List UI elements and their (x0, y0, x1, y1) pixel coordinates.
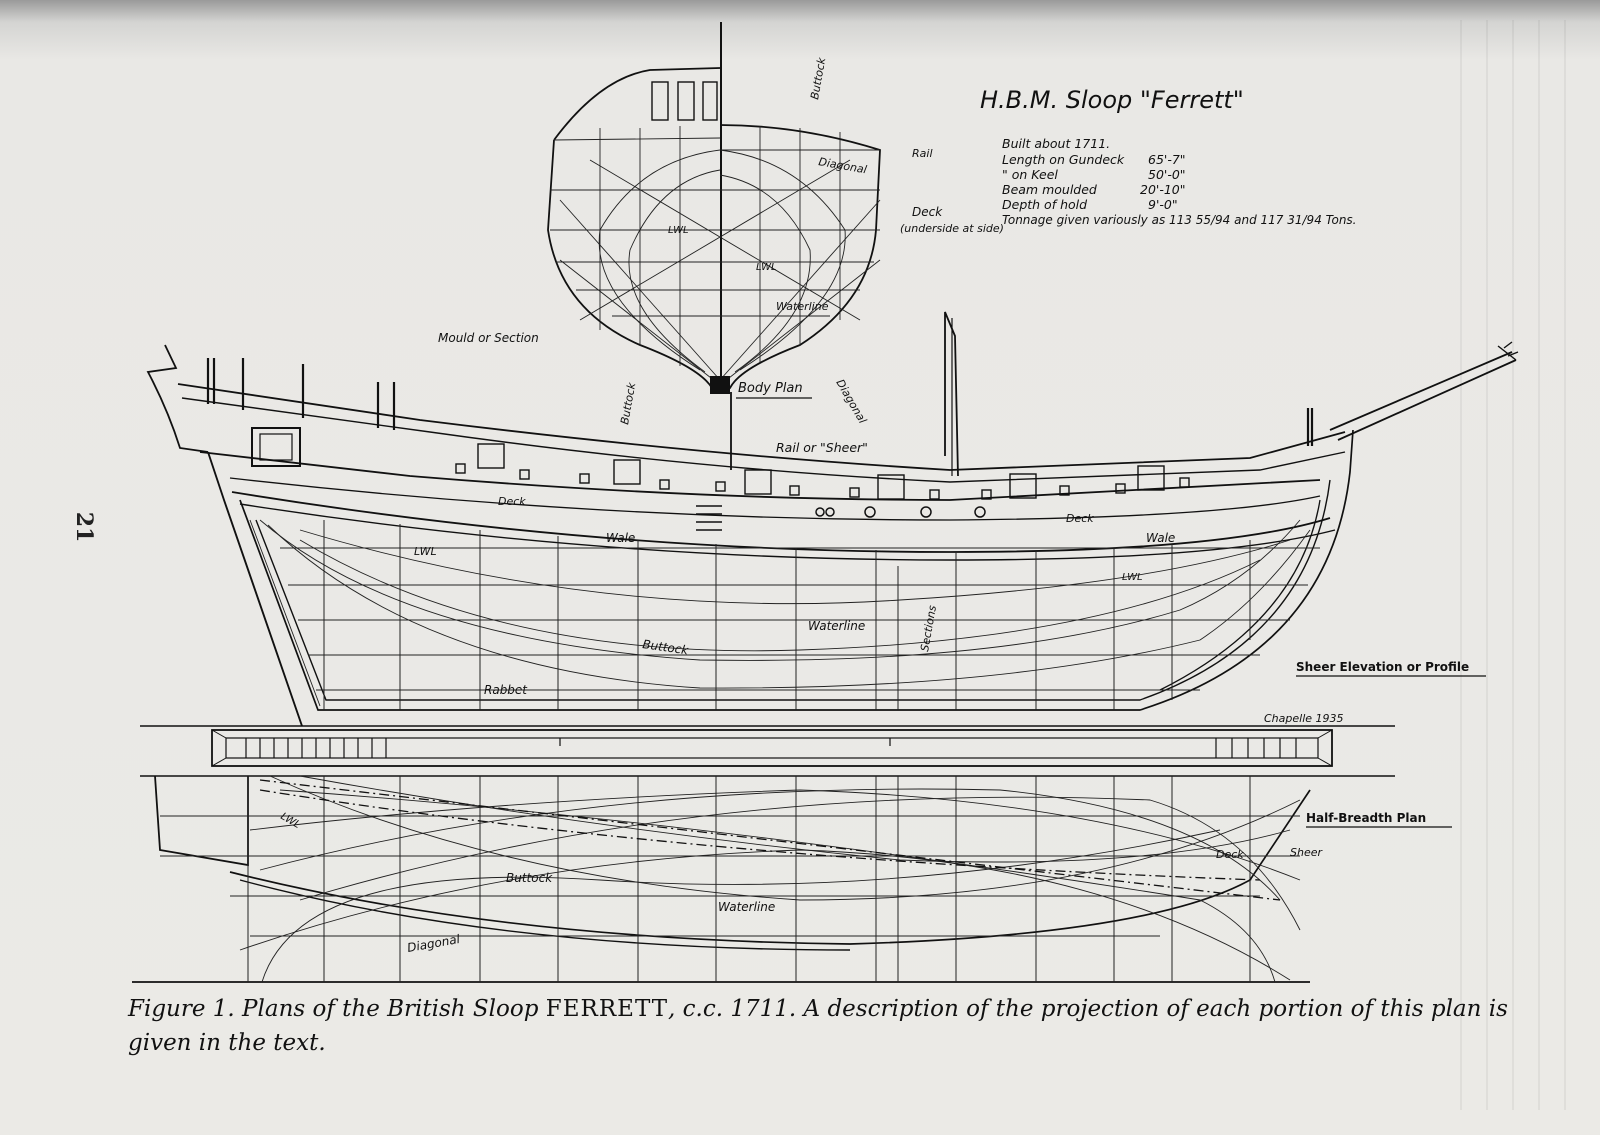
spec-value-gundeck: 65'-7" (1148, 152, 1186, 167)
rail-line (553, 137, 721, 141)
figure-caption: Figure 1. Plans of the British Sloop FER… (128, 992, 1508, 1060)
label-buttock-sheer: Buttock (642, 637, 691, 657)
draftsman-signature: Chapelle 1935 (1264, 712, 1344, 725)
label-wale-1: Wale (606, 531, 635, 545)
waterlines (280, 547, 1320, 691)
label-diagonal-top: Diagonal (817, 155, 867, 176)
gunports (455, 443, 1190, 500)
half-breadth-buttock-lines (160, 815, 1300, 937)
hull-section-outer (547, 124, 881, 389)
label-lwl-sheer-2: LWL (1122, 572, 1143, 583)
stern-carving (251, 427, 301, 467)
mainmast-stump (944, 311, 959, 477)
label-diagonal-body: Diagonal (833, 377, 869, 426)
spec-label-keel: " on Keel (1002, 167, 1058, 182)
stern-window (651, 81, 669, 121)
station-lines (323, 520, 1251, 710)
body-plan-title: Body Plan (738, 381, 803, 396)
spec-value-beam: 20'-10" (1140, 182, 1186, 197)
label-deck-body: Deck (912, 205, 943, 219)
caption-suffix: , c.c. 1711. A description of the projec… (128, 996, 1508, 1056)
label-rail: Rail (912, 147, 933, 160)
half-breadth-plan: LWL Half-Breadth Plan Deck Sheer Buttock… (132, 775, 1452, 983)
vessel-title: H.B.M. Sloop "Ferrett" (980, 86, 1244, 114)
label-waterline-body: Waterline (776, 300, 829, 313)
spec-label-depth: Depth of hold (1002, 197, 1087, 212)
label-wale-2: Wale (1146, 531, 1175, 545)
spec-value-keel: 50'-0" (1148, 167, 1186, 182)
spec-value-depth: 9'-0" (1148, 197, 1178, 212)
body-plan-grid (550, 126, 880, 366)
label-sheer-half: Sheer (1290, 846, 1323, 859)
label-diagonal-half: Diagonal (406, 932, 461, 955)
caption-ship-name: FERRETT (545, 996, 669, 1022)
label-deck-2: Deck (1066, 512, 1094, 525)
title-block: H.B.M. Sloop "Ferrett" Built about 1711.… (980, 86, 1357, 227)
label-lwl-body-2: LWL (756, 262, 777, 273)
label-rabbet: Rabbet (484, 683, 528, 697)
label-buttock-half: Buttock (506, 871, 553, 885)
sheer-plan-title: Sheer Elevation or Profile (1296, 660, 1469, 674)
stern-transom (553, 67, 721, 141)
stern-window (677, 81, 695, 121)
sheer-elevation: Deck Deck Wale Wale LWL LWL Sections Wat… (140, 311, 1519, 727)
label-rail-sheer: Rail or "Sheer" (776, 440, 868, 455)
caption-prefix: Figure 1. Plans of the British Sloop (128, 996, 539, 1022)
label-mould: Mould or Section (438, 331, 539, 345)
keel-section (710, 376, 730, 394)
label-deck-note: (underside at side) (900, 222, 1004, 235)
bowsprit (1329, 351, 1517, 441)
show-through-text (1460, 20, 1570, 1110)
label-deck-1: Deck (498, 495, 526, 508)
spec-label-built: Built about 1711. (1002, 136, 1110, 151)
scale-bar (211, 729, 1333, 767)
body-plan (547, 22, 881, 394)
spec-label-gundeck: Length on Gundeck (1002, 152, 1125, 167)
label-sections: Sections (918, 604, 939, 652)
spec-label-beam: Beam moulded (1002, 182, 1097, 197)
label-buttock-body: Buttock (618, 381, 638, 426)
label-waterline-sheer: Waterline (808, 619, 865, 633)
half-breadth-curves (239, 775, 1301, 983)
deck-fittings (696, 505, 986, 531)
body-plan-sections (559, 149, 881, 386)
spec-tonnage: Tonnage given variously as 113 55/94 and… (1002, 213, 1357, 227)
buttock-curves (259, 519, 1311, 689)
label-lwl-body-1: LWL (668, 225, 689, 236)
label-buttock-top: Buttock (808, 56, 828, 101)
label-waterline-half: Waterline (718, 900, 775, 914)
label-deck-half: Deck (1216, 848, 1244, 861)
label-lwl-half: LWL (279, 811, 302, 831)
label-lwl-sheer-1: LWL (414, 545, 437, 558)
stern-window (702, 81, 718, 121)
stern-stanchions (206, 358, 1314, 446)
half-breadth-plan-title: Half-Breadth Plan (1306, 811, 1426, 825)
bowsprit-tip (1497, 341, 1519, 361)
